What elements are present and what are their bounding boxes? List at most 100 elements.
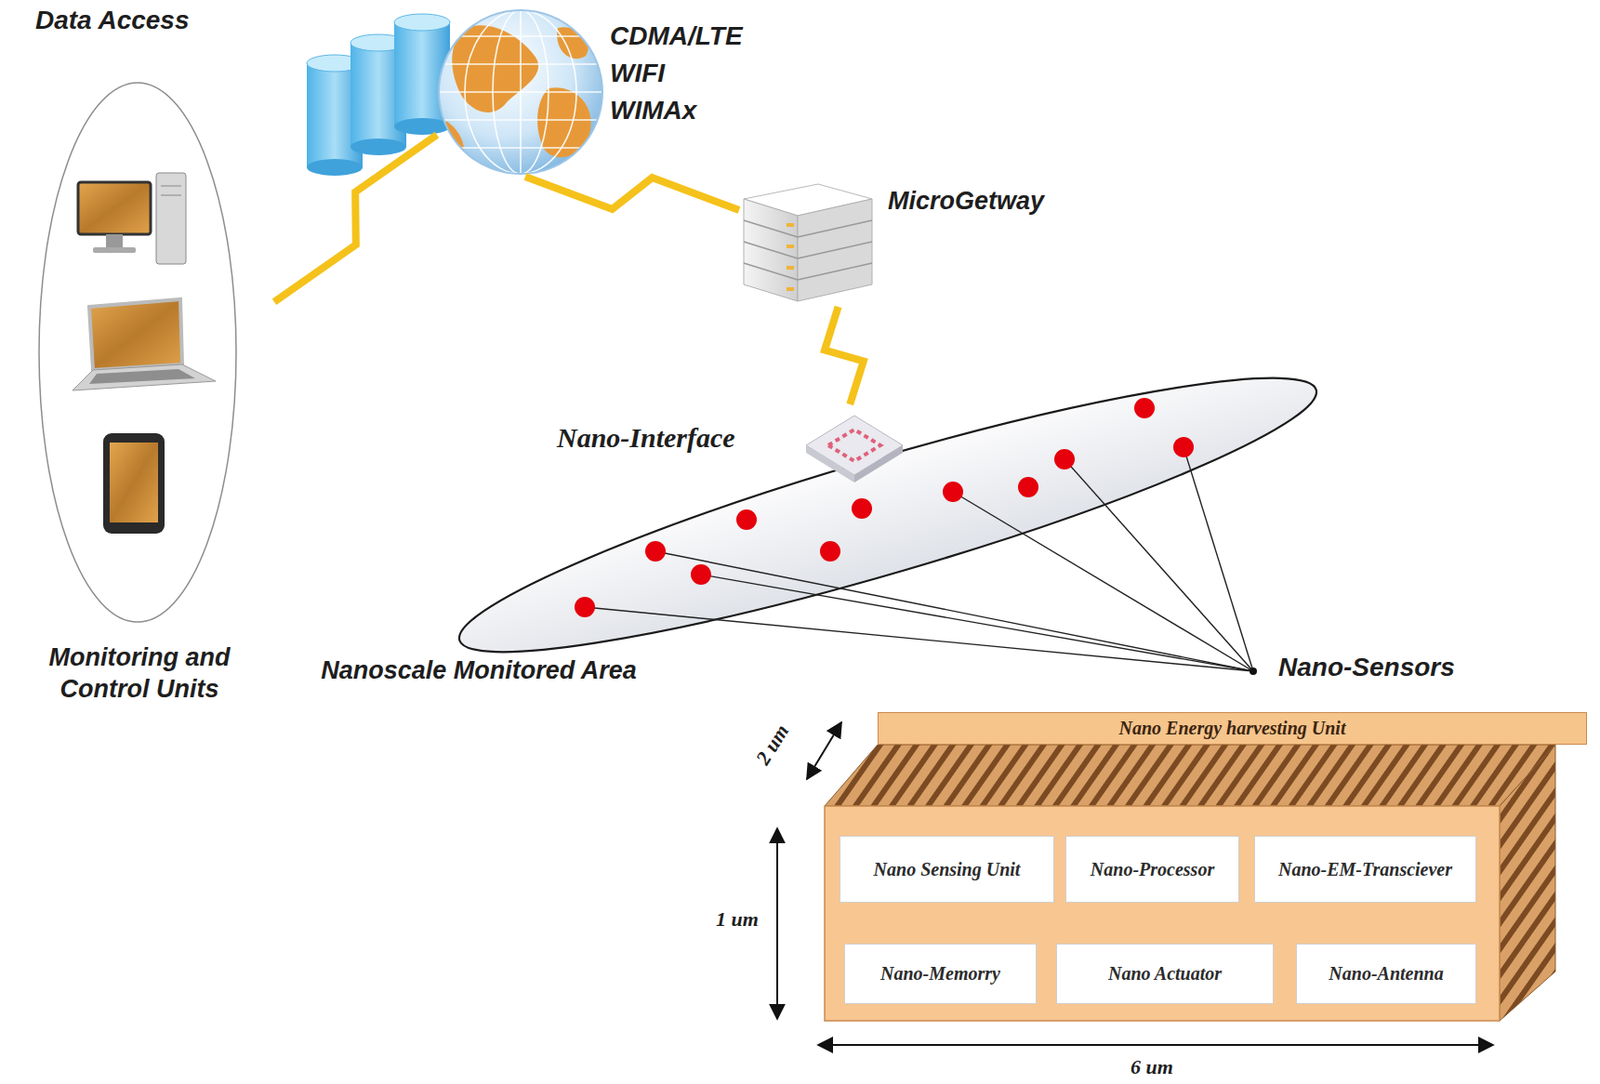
nano-sensor-dot — [1173, 436, 1194, 458]
server-icon — [743, 184, 873, 302]
laptop — [72, 299, 216, 391]
network-globe: CDMA/LTEWIFIWIMAx — [436, 9, 791, 177]
desktop-computer — [78, 182, 151, 235]
globe-icon — [438, 10, 603, 174]
sensor-line — [1064, 459, 1254, 672]
sensor-line — [655, 551, 1254, 672]
globe-icon — [438, 35, 603, 38]
box-label: Nano-Antenna — [1328, 963, 1443, 985]
dimension-arrow — [777, 722, 1494, 1045]
globe-icon — [438, 10, 603, 174]
nano-sensor-dots — [574, 397, 1194, 618]
nano-sensor-dot — [1018, 476, 1039, 498]
server-icon — [743, 220, 873, 280]
server-icon — [743, 220, 798, 238]
connectors — [274, 134, 864, 405]
globe-icon — [438, 10, 603, 174]
nano-node-box — [824, 806, 1500, 1021]
server-icon — [786, 287, 794, 291]
database-cylinder — [350, 138, 407, 156]
server-icon — [797, 220, 873, 238]
node-label: Nano-Interface — [556, 421, 736, 455]
component-box: Nano-Antenna — [1295, 943, 1477, 1005]
component-box: Nano Actuator — [1056, 943, 1274, 1005]
dimension-label: 6 um — [1130, 1057, 1174, 1078]
sensor-line — [1183, 447, 1254, 672]
device-group-ellipse — [39, 82, 237, 622]
dimension-arrow — [806, 722, 842, 780]
device-ellipse: Monitoring and Control Units — [4, 79, 275, 716]
nano-sensor-dot — [1054, 449, 1075, 470]
wireless-link — [525, 176, 740, 211]
dimension-arrow — [776, 828, 779, 1019]
server-icon — [743, 198, 798, 302]
nano-node-box — [824, 744, 1556, 1021]
globe-icon — [438, 91, 603, 93]
laptop — [89, 299, 183, 371]
dimension-label: 2 um — [752, 721, 793, 769]
component-box: Nano-Processor — [1065, 835, 1240, 903]
wireless-link — [824, 306, 864, 405]
desktop-computer — [105, 234, 123, 248]
sensor-line — [700, 574, 1254, 672]
nano-sensor-dot — [690, 564, 712, 585]
nano-sensor-dot — [819, 541, 841, 562]
box-label: Nano Sensing Unit — [873, 859, 1021, 881]
dimension-arrow — [818, 1044, 1494, 1046]
globe-icon — [438, 63, 603, 66]
sensor-point — [1249, 667, 1257, 675]
box-label: Nano Energy harvesting Unit — [1119, 717, 1347, 740]
nano-interface: Nano-Interface — [553, 404, 907, 479]
device-ellipse-outline — [4, 79, 275, 716]
database-cylinder — [394, 13, 450, 31]
server-icon — [786, 244, 794, 249]
node-label: CDMA/LTE — [609, 22, 743, 52]
box-label: Nano Actuator — [1108, 963, 1222, 985]
globe-icon — [438, 10, 603, 174]
component-box: Nano-Memorry — [844, 943, 1037, 1005]
energy-harvesting-band: Nano Energy harvesting Unit — [877, 712, 1587, 745]
nano-sensor-dot — [736, 509, 757, 530]
sensor-label: Nano-Sensors — [1278, 654, 1455, 681]
section-title: Data Access — [35, 7, 190, 34]
globe-icon — [438, 119, 603, 121]
nano-sensor-dot — [942, 481, 964, 503]
server-icon — [786, 223, 794, 227]
server-icon — [797, 241, 873, 259]
nano-sensor-dot — [645, 541, 666, 562]
monitored-area-ellipse — [443, 334, 1333, 696]
database-cylinder — [394, 118, 450, 135]
tablet — [103, 433, 165, 534]
node-label: WIMAx — [609, 96, 697, 126]
desktop-computer — [156, 172, 186, 265]
globe-icon — [438, 10, 603, 174]
server-icon — [797, 198, 873, 302]
micro-gateway: MicroGetway — [739, 185, 1121, 307]
component-box: Nano-EM-Transciever — [1254, 835, 1477, 903]
desktop-computer — [78, 172, 186, 265]
node-label: Nanoscale Monitored Area — [320, 655, 637, 688]
sensor-line — [952, 491, 1254, 672]
nano-sensor-dot — [851, 498, 873, 519]
database-cylinders — [306, 13, 450, 176]
nano-sensor-dot — [574, 596, 596, 618]
globe-icon — [556, 26, 588, 59]
tablet — [103, 433, 165, 534]
desktop-computer — [160, 195, 182, 197]
globe-icon — [537, 87, 592, 158]
laptop — [89, 369, 196, 384]
sensor-lines — [584, 447, 1254, 672]
tablet — [109, 442, 159, 523]
box-label: Nano-Processor — [1090, 859, 1215, 881]
node-label: MicroGetway — [887, 185, 1045, 216]
wireless-link — [274, 134, 437, 303]
server-icon — [786, 223, 794, 291]
node-label: Monitoring and Control Units — [13, 642, 265, 706]
dimension-label: 1 um — [715, 909, 759, 930]
desktop-computer — [160, 185, 182, 187]
server-icon — [743, 263, 798, 280]
desktop-computer — [92, 247, 136, 253]
laptop — [72, 364, 216, 391]
